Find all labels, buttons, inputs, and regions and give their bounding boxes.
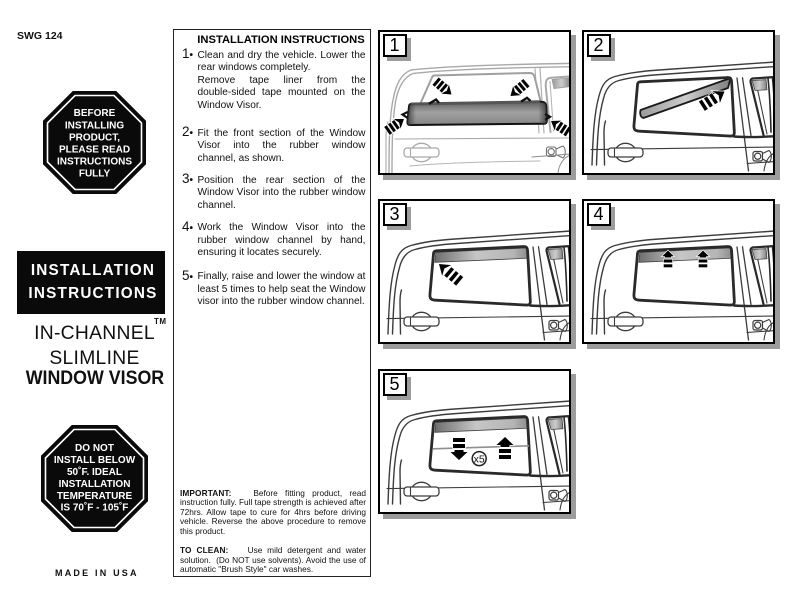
svg-text:INSTRUCTIONS: INSTRUCTIONS	[57, 157, 132, 168]
svg-text:PLEASE READ: PLEASE READ	[59, 145, 130, 156]
svg-text:INSTALLING: INSTALLING	[65, 120, 124, 131]
svg-text:TEMPERATURE: TEMPERATURE	[57, 491, 133, 502]
svg-text:IS 70˚F - 105˚F: IS 70˚F - 105˚F	[61, 502, 129, 514]
svg-text:INSTALLATION: INSTALLATION	[59, 479, 131, 490]
svg-text:FULLY: FULLY	[79, 169, 111, 180]
svg-text:INSTALL BELOW: INSTALL BELOW	[54, 455, 136, 466]
svg-text:BEFORE: BEFORE	[74, 108, 116, 119]
svg-text:50˚F. IDEAL: 50˚F. IDEAL	[67, 466, 122, 478]
svg-text:PRODUCT,: PRODUCT,	[69, 132, 120, 143]
svg-text:x5: x5	[474, 453, 485, 465]
svg-text:DO NOT: DO NOT	[75, 443, 114, 454]
